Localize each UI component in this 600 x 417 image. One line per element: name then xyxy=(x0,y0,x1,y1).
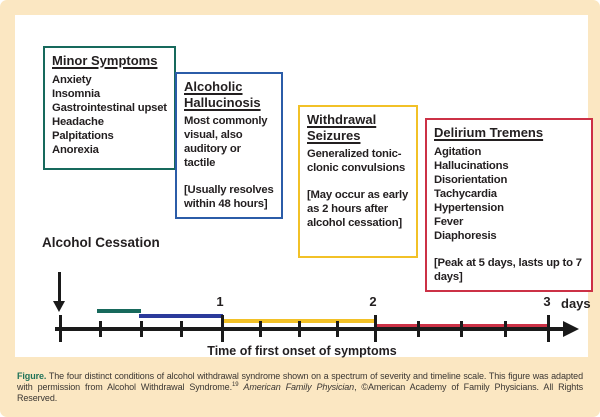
tick-minor xyxy=(298,321,301,337)
symptom-item: Gastrointestinal upset xyxy=(52,101,167,114)
symptom-item: Fever xyxy=(434,215,464,228)
figure-panel: Minor Symptoms Anxiety Insomnia Gastroin… xyxy=(15,15,593,358)
days-unit-label: days xyxy=(561,296,591,311)
alcohol-cessation-label: Alcohol Cessation xyxy=(42,235,160,250)
box-description: Most commonly visual, also auditory or t… xyxy=(184,115,268,169)
symptom-item: Anxiety xyxy=(52,73,92,86)
symptom-item: Agitation xyxy=(434,145,482,158)
symptom-item: Anorexia xyxy=(52,143,99,156)
box-title: Withdrawal Seizures xyxy=(307,112,377,143)
axis-title: Time of first onset of symptoms xyxy=(207,344,397,358)
tick-minor xyxy=(259,321,262,337)
box-delirium-tremens: Delirium Tremens Agitation Hallucination… xyxy=(425,118,593,292)
caption-figure-label: Figure. xyxy=(17,371,47,381)
cessation-arrow-shaft xyxy=(58,272,61,301)
day-number-1: 1 xyxy=(216,294,224,309)
bar-alcoholic-hallucinosis xyxy=(139,314,223,318)
tick-day-1 xyxy=(220,315,224,342)
timeline-axis xyxy=(55,327,567,331)
tick-minor xyxy=(180,321,183,337)
box-alcoholic-hallucinosis: Alcoholic Hallucinosis Most commonly vis… xyxy=(175,72,283,219)
tick-minor xyxy=(336,321,339,337)
symptom-item: Insomnia xyxy=(52,87,100,100)
tick-day-0 xyxy=(58,315,62,342)
tick-day-2 xyxy=(373,315,377,342)
day-number-2: 2 xyxy=(369,294,377,309)
tick-minor xyxy=(460,321,463,337)
box-title: Minor Symptoms xyxy=(52,53,158,68)
symptom-item: Palpitations xyxy=(52,129,114,142)
day-number-3: 3 xyxy=(543,294,551,309)
caption-journal-name: American Family Physician xyxy=(243,381,355,392)
box-title: Alcoholic Hallucinosis xyxy=(184,79,261,110)
tick-minor xyxy=(140,321,143,337)
box-minor-symptoms: Minor Symptoms Anxiety Insomnia Gastroin… xyxy=(43,46,176,170)
tick-day-3 xyxy=(546,315,550,342)
symptom-item: Tachycardia xyxy=(434,187,497,200)
box-description: Generalized tonic-clonic convulsions xyxy=(307,148,406,174)
tick-minor xyxy=(504,321,507,337)
caption-reference-number: 19 xyxy=(231,381,239,388)
figure-caption: Figure. The four distinct conditions of … xyxy=(17,371,583,403)
axis-arrow-right-icon xyxy=(563,321,579,337)
cessation-arrow-down-icon xyxy=(53,301,65,312)
box-note: [Usually resolves within 48 hours] xyxy=(184,184,274,210)
box-note: [May occur as early as 2 hours after alc… xyxy=(307,189,409,229)
tick-minor xyxy=(417,321,420,337)
symptom-item: Diaphoresis xyxy=(434,229,497,242)
symptom-item: Hypertension xyxy=(434,201,504,214)
tick-minor xyxy=(99,321,102,337)
box-note: [Peak at 5 days, lasts up to 7 days] xyxy=(434,256,582,283)
symptom-item: Hallucinations xyxy=(434,159,509,172)
box-withdrawal-seizures: Withdrawal Seizures Generalized tonic-cl… xyxy=(298,105,418,258)
symptom-item: Headache xyxy=(52,115,104,128)
caption-text: The four distinct conditions of alcohol … xyxy=(17,371,583,392)
caption-text-after: , ©American Academy of Family Physicians… xyxy=(17,381,583,403)
box-title: Delirium Tremens xyxy=(434,125,544,140)
bar-minor-symptoms xyxy=(97,309,141,313)
symptom-item: Disorientation xyxy=(434,173,508,186)
